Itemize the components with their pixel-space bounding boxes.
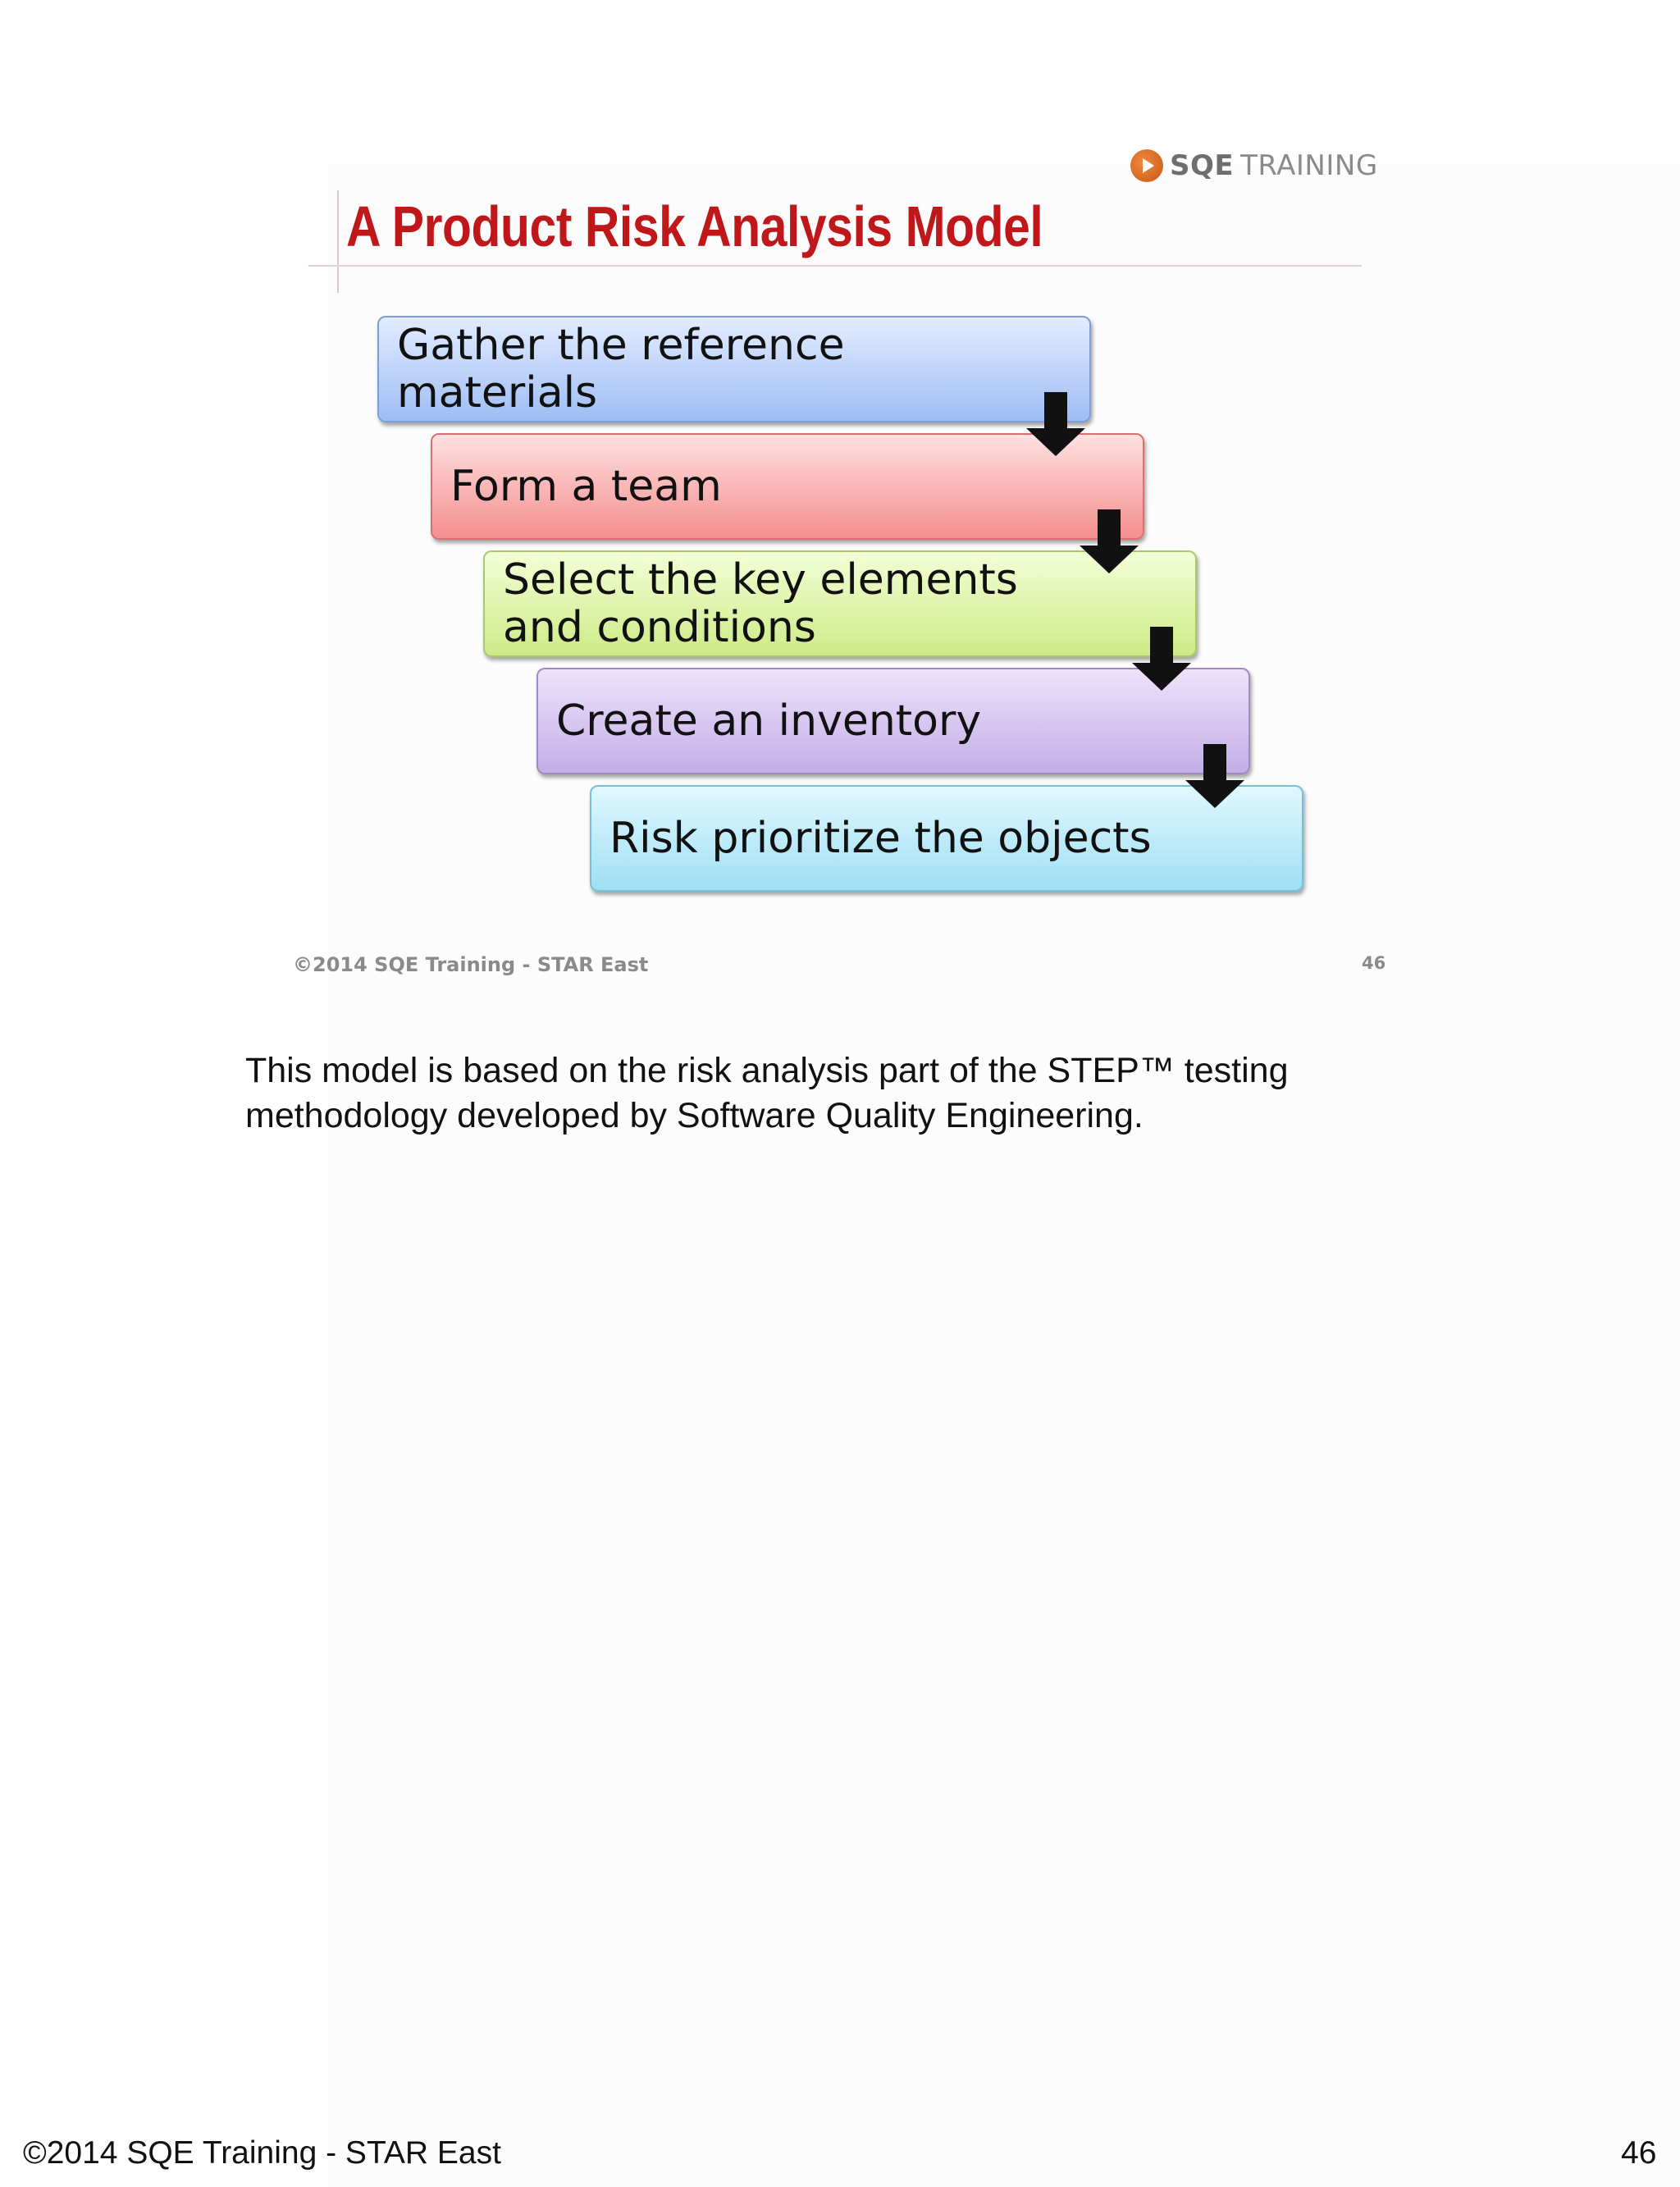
step-select-key-elements: Select the key elements and conditions <box>483 550 1197 657</box>
speaker-notes: This model is based on the risk analysis… <box>245 1051 1289 1135</box>
step-label: Gather the reference materials <box>397 321 845 418</box>
step-gather-reference-materials: Gather the reference materials <box>377 316 1091 422</box>
sqe-training-logo: SQE TRAINING <box>1130 147 1378 185</box>
page-copyright: ©2014 SQE Training - STAR East <box>23 2135 501 2171</box>
logo-training-text: TRAINING <box>1240 149 1378 182</box>
step-risk-prioritize-objects: Risk prioritize the objects <box>590 785 1303 892</box>
title-horizontal-rule <box>308 265 1362 267</box>
slide-title: A Product Risk Analysis Model <box>346 194 1043 258</box>
step-label: Form a team <box>450 462 722 511</box>
slide-copyright: ©2014 SQE Training - STAR East <box>293 953 649 976</box>
down-arrow-icon <box>1080 509 1139 573</box>
step-label: Select the key elements and conditions <box>503 555 1018 652</box>
step-label: Risk prioritize the objects <box>609 814 1152 863</box>
page-number: 46 <box>1621 2135 1657 2171</box>
title-vertical-rule <box>337 190 339 293</box>
step-create-inventory: Create an inventory <box>536 668 1250 774</box>
down-arrow-icon <box>1185 744 1244 808</box>
down-arrow-icon <box>1026 392 1085 456</box>
down-arrow-icon <box>1132 627 1191 691</box>
step-form-team: Form a team <box>431 433 1144 540</box>
play-logo-icon <box>1130 149 1163 182</box>
slide-number: 46 <box>1362 953 1386 973</box>
logo-sqe-text: SQE <box>1170 149 1235 182</box>
step-label: Create an inventory <box>556 696 982 746</box>
